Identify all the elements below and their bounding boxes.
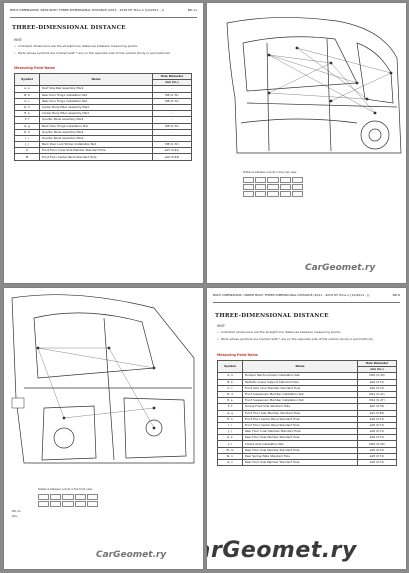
row-symbol: M [14,153,40,161]
legend-caption: Distance between points in the front vie… [38,488,93,491]
note-1: Indicated dimensions are the straight-li… [217,330,396,334]
front-body-side-diagram [11,294,195,464]
legend-grid [243,177,303,197]
note-2: Parts whose symbols are marked with * ar… [217,337,396,341]
page-header-text: BODY DIMENSIONS: UNDER BODY THREE-DIMENS… [213,293,370,297]
watermark-logo: CarGeomet.ry [305,263,376,273]
watermark-logo: CarGeomet.ry [96,550,167,560]
col-symbol: Symbol [14,72,40,87]
legend-grid [38,494,98,507]
col-symbol: Symbol [217,359,243,374]
manual-page-front-body-diagram: Distance between points in the front vie… [4,288,203,569]
watermark-logo-large: CarGeomet.ry [207,538,357,563]
hint-label: HINT: [217,324,226,328]
col-name: Name [242,359,358,374]
page-header: BODY DIMENSIONS: REAR BODY THREE-DIMENSI… [10,8,197,18]
row-diameter: ø16 (0.63) [152,153,192,161]
note-1: Indicated dimensions are the straight-li… [14,44,193,48]
page-header-text: BODY DIMENSIONS: REAR BODY THREE-DIMENSI… [10,8,164,12]
legend-caption: Distance between points in the rear view [243,171,297,174]
col-name: Name [39,72,153,87]
row-diameter: ø18 (0.71) [357,458,397,467]
hint-label: HINT: [14,38,23,42]
page-number: BD-11 [187,8,197,12]
manual-page-rear-body-table: BODY DIMENSIONS: REAR BODY THREE-DIMENSI… [4,3,203,283]
page-header: BODY DIMENSIONS: UNDER BODY THREE-DIMENS… [213,293,400,303]
footer-code-1: BD-12 [12,509,21,513]
footer-code-2: Rev. [12,514,18,518]
table-caption: Measuring Point Name [217,353,258,357]
row-name: Rear Floor Side Member Standard Hole [242,458,358,467]
note-2: Parts whose symbols are marked with * ar… [14,51,193,55]
page-title: THREE-DIMENSIONAL DISTANCE [215,313,329,319]
row-name: Front Floor Center Panel Standard Hole [39,153,153,161]
table-caption: Measuring Point Name [14,66,55,70]
row-symbol: O, o [217,458,243,467]
rear-body-side-diagram [226,17,402,154]
page-title: THREE-DIMENSIONAL DISTANCE [12,25,126,31]
manual-page-rear-body-diagram: Distance between points in the rear view… [207,3,406,283]
page-number: BD-8 [392,293,400,297]
manual-page-under-body-table: BODY DIMENSIONS: UNDER BODY THREE-DIMENS… [207,288,406,569]
